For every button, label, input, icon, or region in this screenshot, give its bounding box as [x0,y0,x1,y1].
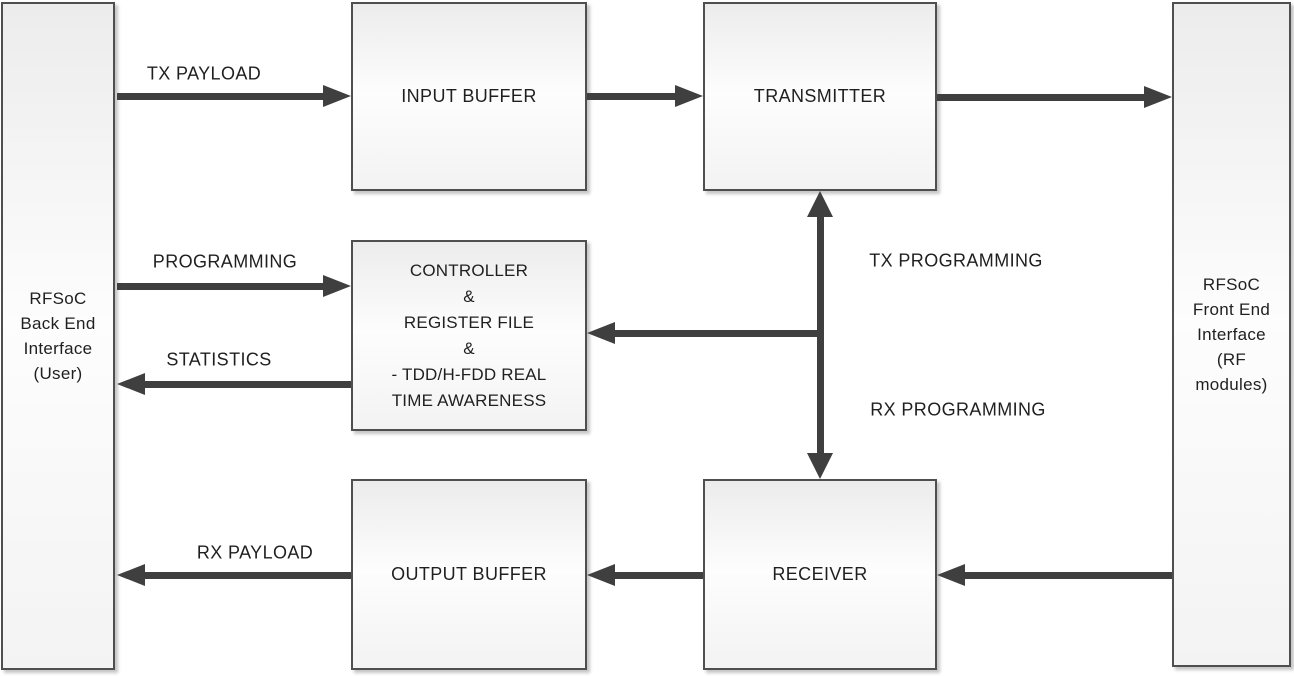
arrow-shaft [143,572,351,579]
arrow-head-icon [323,275,351,297]
controller-line: - TDD/H-FDD REAL [391,364,547,384]
front-end-line: modules) [1195,375,1268,394]
input-buffer-box: INPUT BUFFER [351,2,587,191]
receiver-box: RECEIVER [703,479,937,670]
controller-line: & [463,338,475,358]
rx-payload-label: RX PAYLOAD [196,542,314,563]
arrow-head-icon [807,453,833,479]
controller-line: CONTROLLER [409,260,529,280]
arrow-head-icon [1144,86,1172,108]
arrow-shaft [963,572,1172,579]
back-end-line: RFSoC [29,289,87,308]
arrow-shaft [143,381,351,388]
rx-programming-label: RX PROGRAMMING [870,399,1046,420]
arrow-shaft [587,93,677,100]
back-end-interface-box: RFSoC Back End Interface (User) [1,2,115,670]
arrow-head-icon [117,564,145,586]
tx-payload-label: TX PAYLOAD [146,63,262,84]
transmitter-label: TRANSMITTER [753,86,887,106]
front-end-line: Front End [1192,300,1271,319]
arrow-head-icon [807,191,833,217]
controller-box: CONTROLLER & REGISTER FILE & - TDD/H-FDD… [351,240,587,431]
arrow-head-icon [675,85,703,107]
front-end-line: (RF [1216,350,1247,369]
arrow-head-icon [937,564,965,586]
arrow-shaft [817,214,824,456]
arrow-shaft [117,93,325,100]
front-end-line: RFSoC [1202,275,1261,294]
controller-label: CONTROLLER & REGISTER FILE & - TDD/H-FDD… [392,258,547,414]
transmitter-box: TRANSMITTER [703,2,937,191]
programming-label: PROGRAMMING [152,251,298,272]
back-end-line: Back End [20,314,96,333]
front-end-interface-label: RFSoC Front End Interface (RF modules) [1193,272,1270,397]
arrow-shaft [613,572,703,579]
arrow-head-icon [323,85,351,107]
output-buffer-label: OUTPUT BUFFER [391,564,547,584]
arrow-head-icon [587,322,615,344]
statistics-label: STATISTICS [166,349,272,370]
output-buffer-box: OUTPUT BUFFER [351,479,587,670]
tx-programming-label: TX PROGRAMMING [869,250,1043,271]
controller-line: REGISTER FILE [403,312,535,332]
arrow-head-icon [117,373,145,395]
front-end-line: Interface [1197,325,1266,344]
front-end-interface-box: RFSoC Front End Interface (RF modules) [1172,2,1291,667]
back-end-line: Interface [23,339,93,358]
receiver-label: RECEIVER [772,564,868,584]
arrow-shaft [613,330,824,337]
back-end-interface-label: RFSoC Back End Interface (User) [20,286,95,386]
arrow-head-icon [587,564,615,586]
input-buffer-label: INPUT BUFFER [401,86,537,106]
controller-line: TIME AWARENESS [391,390,547,410]
arrow-shaft [117,283,325,290]
back-end-line: (User) [33,364,83,383]
arrow-shaft [937,94,1146,101]
controller-line: & [463,286,475,306]
